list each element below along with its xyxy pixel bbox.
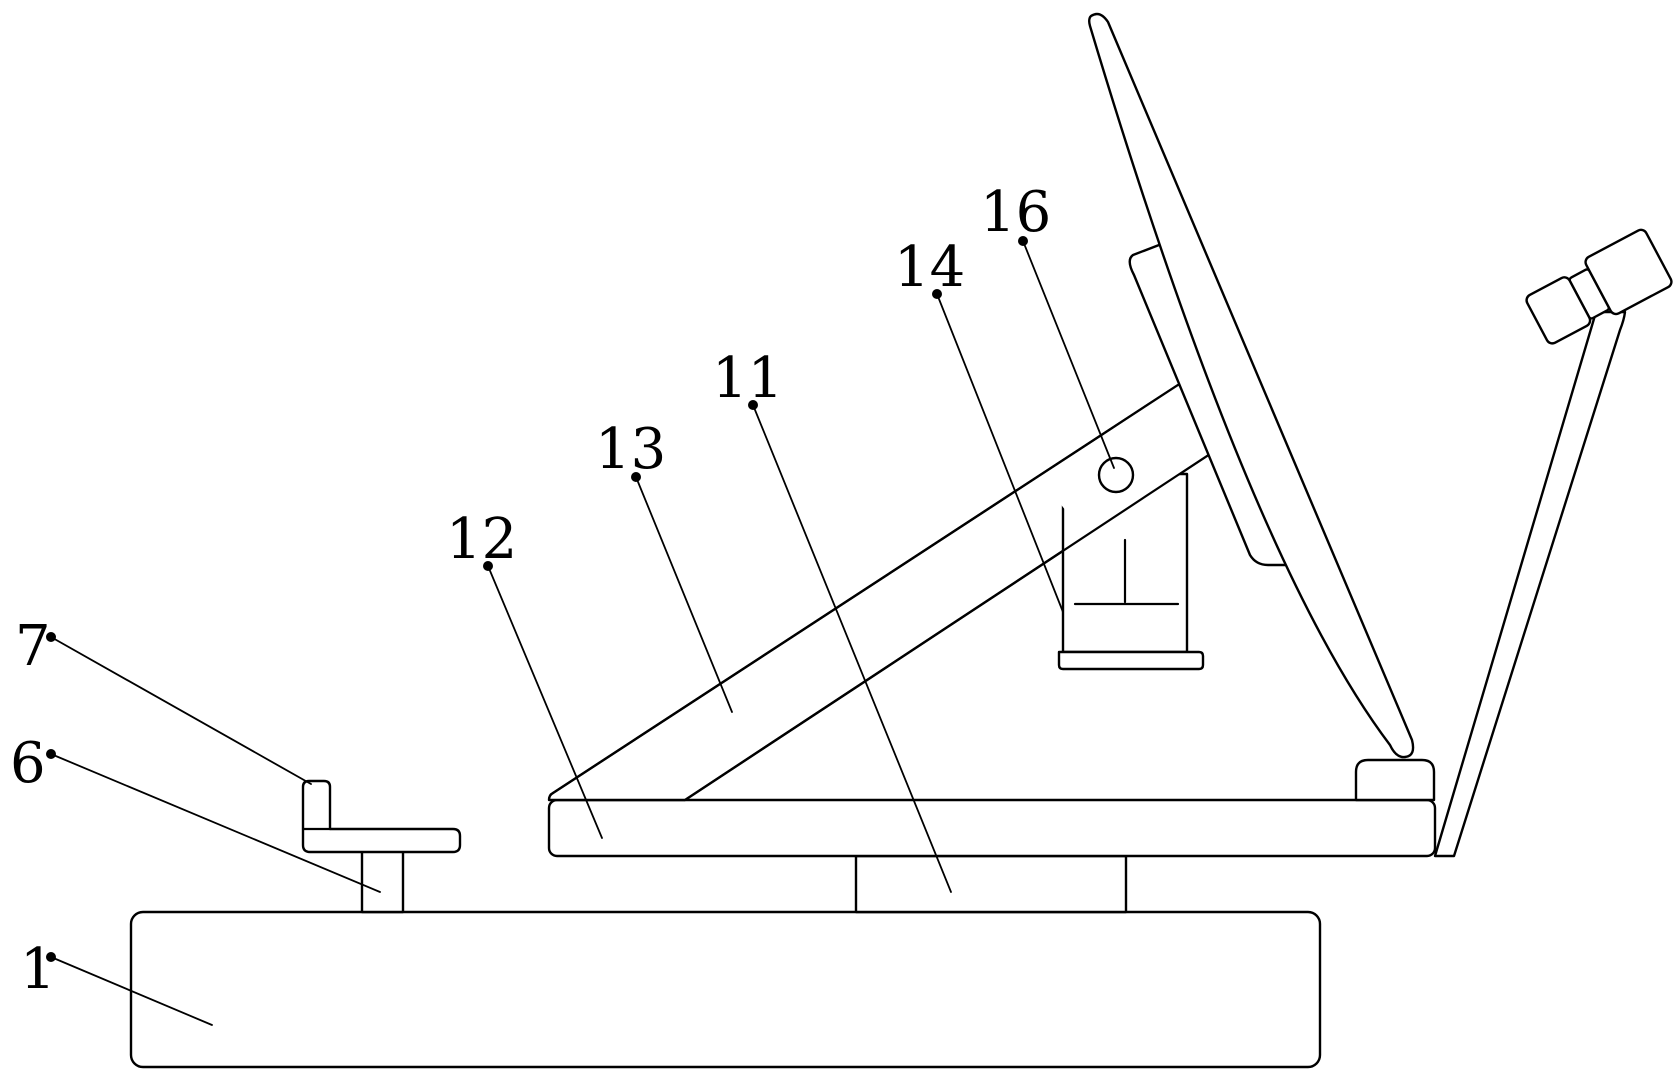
leader-14 [936,293,1064,613]
leader-lines [46,236,1115,1026]
lnb-feed-horn [1525,228,1673,345]
pivot-pin-16 [1097,456,1135,494]
base-block [129,910,1322,1069]
label-7: 7 [15,614,51,679]
label-16: 16 [980,180,1051,245]
dish-reflector [1088,12,1415,759]
leader-dot-11 [748,400,758,410]
label-13: 13 [595,417,666,482]
leader-dot-7 [46,632,56,642]
beam-lower-edge [683,448,1218,802]
label-1: 1 [20,937,56,1002]
support-column-11 [854,854,1128,914]
label-11: 11 [712,346,783,411]
label-6: 6 [10,731,46,796]
leader-dot-13 [631,472,641,482]
leader-1 [50,956,213,1026]
bracket-7 [301,779,462,854]
label-14: 14 [894,235,965,300]
leader-dot-1 [46,952,56,962]
label-12: 12 [446,507,517,572]
leader-dot-6 [46,749,56,759]
leader-7 [50,636,312,785]
feed-arm [1433,310,1627,858]
cylinder-foot [1057,650,1205,671]
end-block [1354,758,1436,802]
platform-12 [547,798,1437,858]
leader-dot-16 [1018,236,1028,246]
beam-overlay [1040,385,1216,535]
leader-13 [635,476,733,713]
leader-6 [50,753,381,893]
beam-upper-edge [551,383,1180,795]
leader-16 [1022,240,1115,469]
leader-11 [752,404,952,893]
post-6 [360,848,405,914]
leader-dot-14 [932,289,942,299]
leader-12 [487,565,603,839]
leader-dot-12 [483,561,493,571]
